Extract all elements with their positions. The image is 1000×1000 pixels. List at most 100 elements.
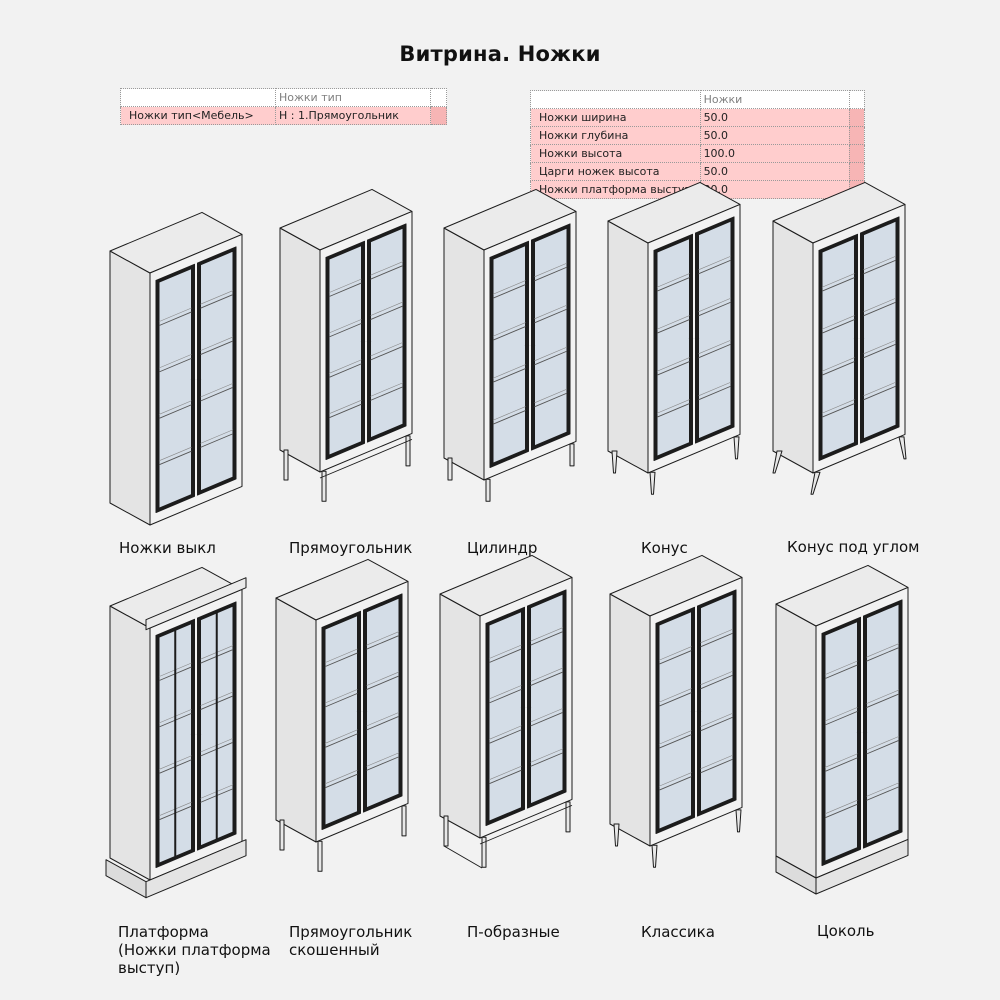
table-row[interactable]: Ножки высота 100.0	[530, 144, 865, 163]
variant-label: Цилиндр	[467, 539, 538, 557]
handle-icon	[690, 709, 696, 714]
table-header-row: Ножки тип	[120, 88, 447, 107]
handle-icon	[696, 709, 702, 714]
param-name: Ножки платформа выступ	[530, 180, 701, 199]
variant-label: Цоколь	[817, 922, 875, 940]
leg	[565, 801, 571, 833]
param-name: Ножки ширина	[530, 108, 701, 127]
param-value[interactable]: 50.0	[699, 126, 850, 145]
leg	[613, 823, 620, 847]
cabinet-drawing-none	[109, 211, 243, 526]
cabinet-drawing-cone	[607, 181, 741, 495]
door-glass	[200, 250, 234, 492]
leg	[401, 805, 407, 837]
door-glass	[656, 238, 690, 457]
leg	[283, 449, 289, 481]
param-name: Ножки высота	[530, 144, 701, 163]
door-glass	[492, 245, 526, 464]
handle-icon	[530, 343, 536, 348]
variant-label: Прямоугольник	[289, 539, 413, 557]
leg	[611, 450, 618, 474]
table-header: Ножки	[699, 90, 850, 109]
table-row[interactable]: Ножки глубина 50.0	[530, 126, 865, 145]
cabinet-base-side	[105, 859, 147, 899]
cabinet-drawing-rect	[279, 188, 413, 502]
handle-icon	[524, 343, 530, 348]
door-glass	[488, 611, 522, 822]
door-glass	[370, 227, 404, 439]
table-row[interactable]: Царги ножек высота 50.0	[530, 162, 865, 181]
variant-label: Платформа (Ножки платформа выступ)	[118, 923, 271, 977]
door-glass	[821, 238, 855, 457]
handle-icon	[862, 730, 868, 735]
cabinet-base-side	[775, 855, 817, 895]
type-parameter-table: Ножки тип Ножки тип<Мебель> Н : 1.Прямоу…	[120, 88, 447, 125]
leg	[317, 840, 323, 872]
leg	[649, 471, 656, 495]
cabinet-drawing-rect-beveled	[275, 558, 409, 872]
handle-icon	[362, 709, 368, 714]
cabinet-drawing-plinth	[775, 564, 909, 895]
cabinet-side	[443, 227, 485, 481]
handle-icon	[196, 377, 202, 382]
param-value[interactable]: 100.0	[699, 144, 850, 163]
cabinet-side	[439, 593, 481, 839]
door-glass	[534, 227, 568, 447]
cabinet-side	[609, 593, 651, 847]
table-row[interactable]: Ножки ширина 50.0	[530, 108, 865, 127]
param-value[interactable]: 20.0	[699, 180, 850, 199]
cabinet-drawing-classic	[609, 554, 743, 868]
cabinet-side	[275, 597, 317, 843]
leg	[772, 450, 783, 474]
handle-icon	[859, 336, 865, 341]
cabinet-drawing-cone-angled	[772, 181, 907, 495]
param-name: Ножки тип<Мебель>	[120, 106, 276, 125]
handle-icon	[853, 336, 859, 341]
leg	[735, 809, 742, 833]
door-glass	[158, 268, 192, 509]
leg	[321, 470, 327, 502]
door-glass	[530, 593, 564, 805]
cabinet-drawing-cyl	[443, 188, 577, 502]
variant-label: П-образные	[467, 923, 560, 941]
leg	[569, 443, 575, 467]
leg	[481, 836, 487, 868]
cabinet-side	[607, 220, 649, 474]
door-glass	[824, 621, 858, 862]
handle-icon	[190, 732, 196, 737]
handle-icon	[856, 730, 862, 735]
leg	[405, 435, 411, 467]
param-value[interactable]: 50.0	[699, 108, 850, 127]
cabinet-side	[772, 220, 814, 474]
door-glass	[328, 245, 362, 456]
leg-parameters-table: Ножки Ножки ширина 50.0 Ножки глубина 50…	[530, 90, 865, 199]
leg	[279, 819, 285, 851]
cabinet-side	[279, 227, 321, 473]
handle-icon	[366, 339, 372, 344]
cabinet-drawing-p-shaped	[439, 554, 573, 869]
leg	[898, 436, 907, 460]
leg	[443, 815, 449, 847]
handle-icon	[688, 336, 694, 341]
param-name: Царги ножек высота	[530, 162, 701, 181]
handle-icon	[356, 709, 362, 714]
cabinet-side	[109, 250, 151, 526]
variant-label: Ножки выкл	[119, 539, 216, 557]
cabinet-cornice	[145, 577, 247, 631]
variant-label: Конус под углом	[787, 538, 920, 556]
page-title: Витрина. Ножки	[399, 42, 601, 66]
param-value[interactable]: 50.0	[699, 162, 850, 181]
cabinet-drawing-platform	[105, 566, 247, 899]
handle-icon	[694, 336, 700, 341]
door-glass	[324, 615, 358, 826]
door-glass	[658, 611, 692, 830]
table-row[interactable]: Ножки тип<Мебель> Н : 1.Прямоугольник	[120, 106, 447, 125]
handle-icon	[196, 732, 202, 737]
leg	[485, 478, 491, 502]
param-name: Ножки глубина	[530, 126, 701, 145]
door-glass	[366, 597, 400, 809]
leg	[810, 471, 821, 495]
leg	[733, 436, 740, 460]
param-value[interactable]: Н : 1.Прямоугольник	[275, 106, 431, 125]
handle-icon	[190, 377, 196, 382]
